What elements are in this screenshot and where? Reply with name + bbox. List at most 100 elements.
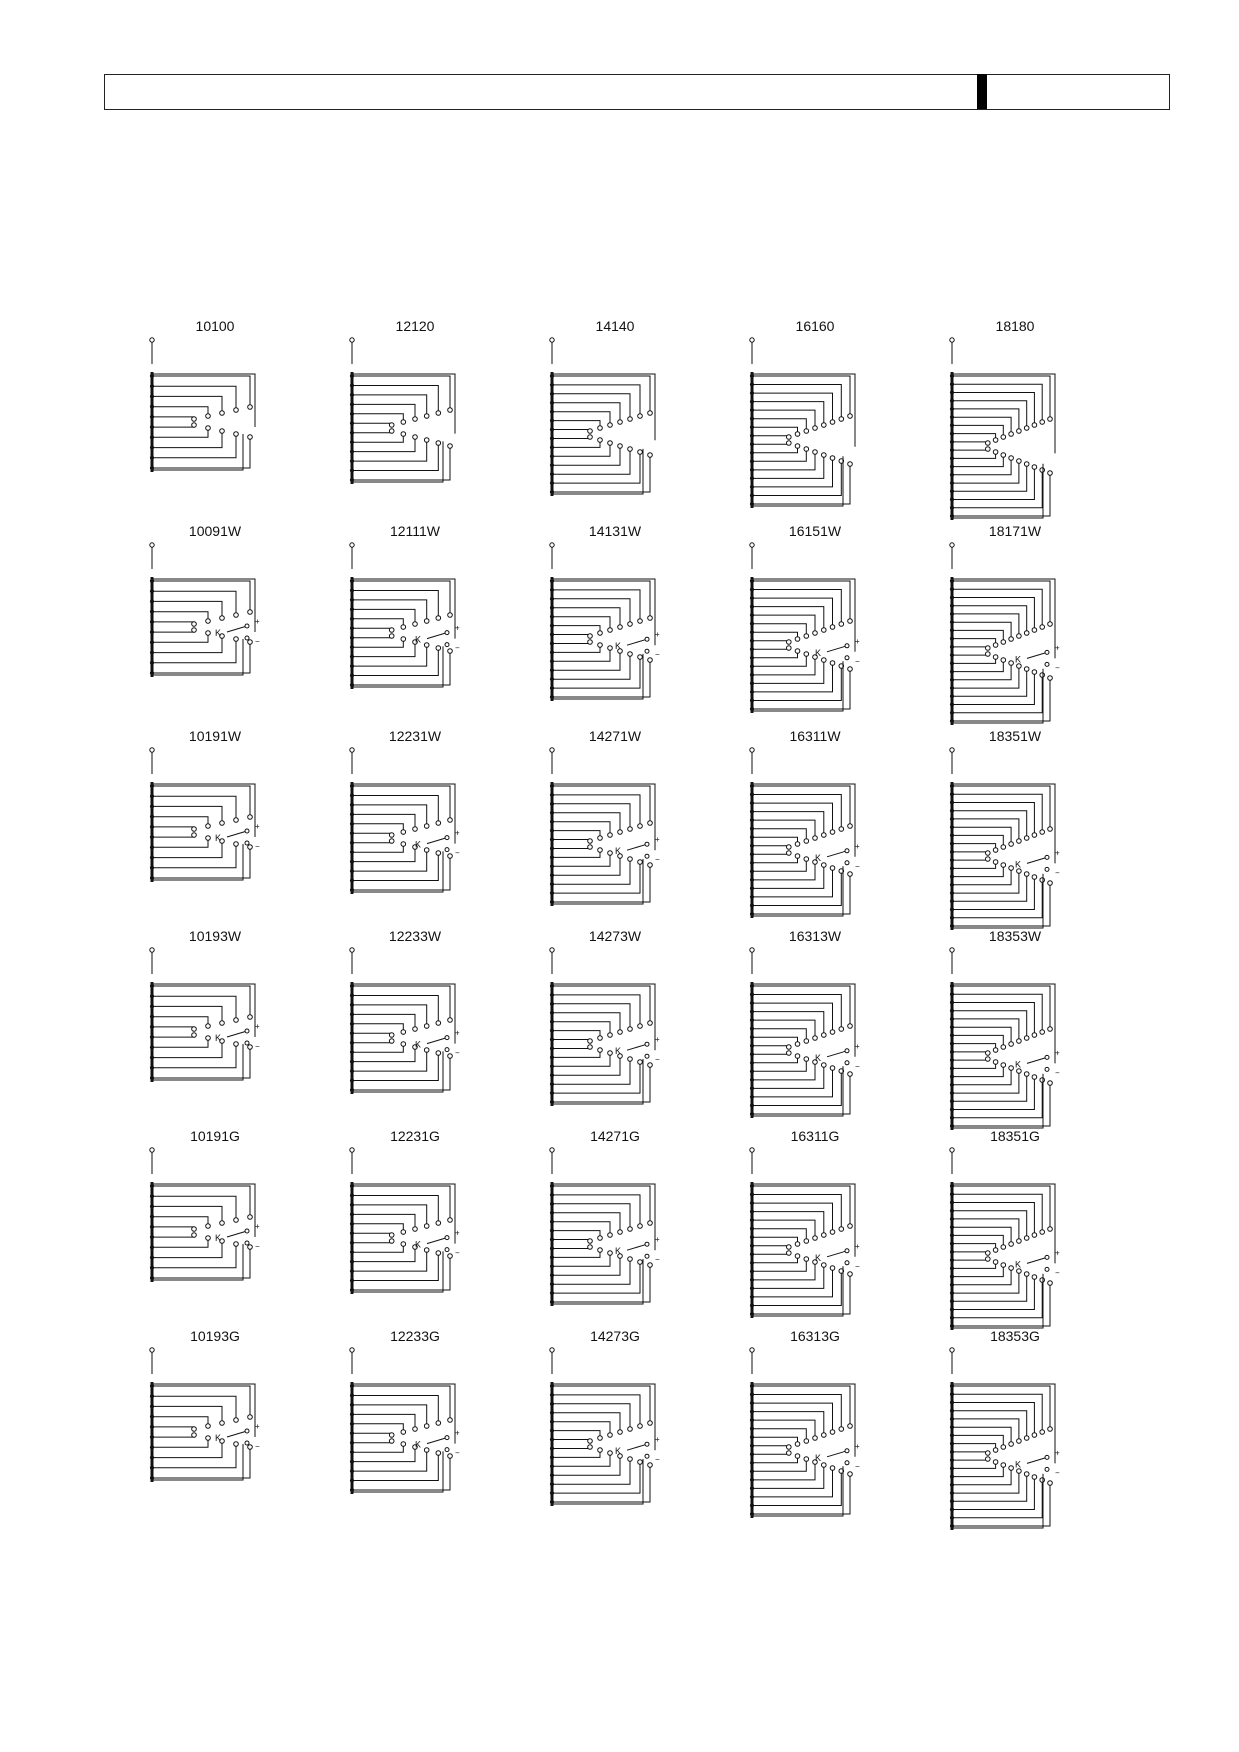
schematic-label: 14271W — [588, 728, 642, 744]
schematic-drawing: K+− — [749, 1147, 860, 1318]
schematic-drawing: K+− — [349, 1147, 460, 1294]
polarity-minus: − — [455, 849, 460, 858]
schematic-label: 10191W — [188, 728, 242, 744]
schematic-label: 18353G — [990, 1328, 1040, 1344]
contact-mark: K — [1015, 859, 1021, 869]
header-marker — [977, 74, 987, 109]
schematic-drawing: K+− — [949, 947, 1060, 1130]
schematic-label: 16160 — [795, 318, 835, 334]
schematic-label: 14273W — [588, 928, 642, 944]
contact-mark: K — [815, 1053, 821, 1063]
contact-mark: K — [215, 833, 221, 843]
schematic-drawing — [749, 337, 856, 508]
schematic-16160: 16160 — [740, 318, 940, 523]
schematic-drawing — [949, 337, 1056, 520]
polarity-minus: − — [255, 842, 260, 851]
schematic-label: 12231W — [388, 728, 442, 744]
schematic-drawing: K+− — [349, 947, 460, 1094]
schematic-label: 10193W — [188, 928, 242, 944]
polarity-minus: − — [455, 1449, 460, 1458]
polarity-plus: + — [1055, 848, 1060, 857]
schematic-label: 18171W — [988, 523, 1042, 539]
schematic-label: 12111W — [389, 523, 441, 539]
polarity-plus: + — [655, 835, 660, 844]
schematic-label: 12233G — [390, 1328, 440, 1344]
polarity-minus: − — [1055, 868, 1060, 877]
schematic-label: 14273G — [590, 1328, 640, 1344]
polarity-plus: + — [855, 1442, 860, 1451]
polarity-plus: + — [655, 1035, 660, 1044]
schematic-drawing: K+− — [749, 542, 860, 713]
schematic-drawing: K+− — [749, 747, 860, 918]
contact-mark: K — [815, 1253, 821, 1263]
contact-mark: K — [415, 1240, 421, 1250]
schematic-14271G: 14271G K+− — [540, 1128, 740, 1333]
contact-mark: K — [815, 853, 821, 863]
schematic-12120: 12120 — [340, 318, 540, 523]
polarity-minus: − — [1055, 1468, 1060, 1477]
schematic-drawing — [349, 337, 456, 484]
schematic-16151W: 16151W K+− — [740, 523, 940, 728]
schematic-label: 10091W — [188, 523, 242, 539]
schematic-10100: 10100 — [140, 318, 340, 523]
polarity-plus: + — [255, 617, 260, 626]
schematic-14271W: 14271W K+− — [540, 728, 740, 933]
contact-mark: K — [415, 1040, 421, 1050]
schematic-drawing: K+− — [149, 947, 260, 1082]
schematic-drawing: K+− — [549, 1147, 660, 1306]
contact-mark: K — [1015, 1459, 1021, 1469]
contact-mark: K — [815, 648, 821, 658]
polarity-plus: + — [255, 822, 260, 831]
schematic-label: 16313W — [788, 928, 842, 944]
header-bar — [104, 74, 1170, 110]
schematic-18180: 18180 — [940, 318, 1140, 523]
schematic-label: 18180 — [995, 318, 1035, 334]
polarity-plus: + — [455, 1429, 460, 1438]
schematic-drawing: K+− — [949, 1147, 1060, 1330]
polarity-minus: − — [1055, 1068, 1060, 1077]
schematic-label: 16311W — [789, 728, 841, 744]
schematic-drawing: K+− — [349, 1347, 460, 1494]
schematic-drawing: K+− — [549, 947, 660, 1106]
schematic-label: 12233W — [388, 928, 442, 944]
polarity-plus: + — [255, 1222, 260, 1231]
polarity-minus: − — [1055, 1268, 1060, 1277]
contact-mark: K — [215, 1433, 221, 1443]
schematic-drawing: K+− — [949, 542, 1060, 725]
contact-mark: K — [615, 1246, 621, 1256]
schematic-label: 10100 — [195, 318, 235, 334]
schematic-label: 14131W — [588, 523, 642, 539]
schematic-label: 16313G — [790, 1328, 840, 1344]
polarity-minus: − — [255, 1242, 260, 1251]
polarity-plus: + — [655, 1435, 660, 1444]
schematic-drawing: K+− — [549, 747, 660, 906]
polarity-plus: + — [655, 630, 660, 639]
schematic-10193W: 10193W K+− — [140, 928, 340, 1133]
contact-mark: K — [615, 1446, 621, 1456]
schematic-label: 12120 — [395, 318, 435, 334]
polarity-plus: + — [255, 1422, 260, 1431]
polarity-minus: − — [455, 644, 460, 653]
polarity-plus: + — [855, 842, 860, 851]
schematic-drawing: K+− — [149, 1147, 260, 1282]
schematic-label: 14271G — [590, 1128, 640, 1144]
schematic-label: 16151W — [788, 523, 842, 539]
schematic-drawing: K + − — [149, 1347, 260, 1482]
polarity-plus: + — [855, 1042, 860, 1051]
polarity-minus: − — [855, 657, 860, 666]
polarity-minus: − — [255, 1442, 260, 1451]
schematic-drawing: K+− — [549, 1347, 660, 1506]
schematic-drawing: K+− — [149, 542, 260, 677]
polarity-plus: + — [255, 1022, 260, 1031]
schematic-14273W: 14273W K+− — [540, 928, 740, 1133]
contact-mark: K — [1015, 1259, 1021, 1269]
polarity-plus: + — [455, 829, 460, 838]
schematic-10191W: 10191W K + − — [140, 728, 340, 933]
contact-mark: K — [215, 628, 221, 638]
